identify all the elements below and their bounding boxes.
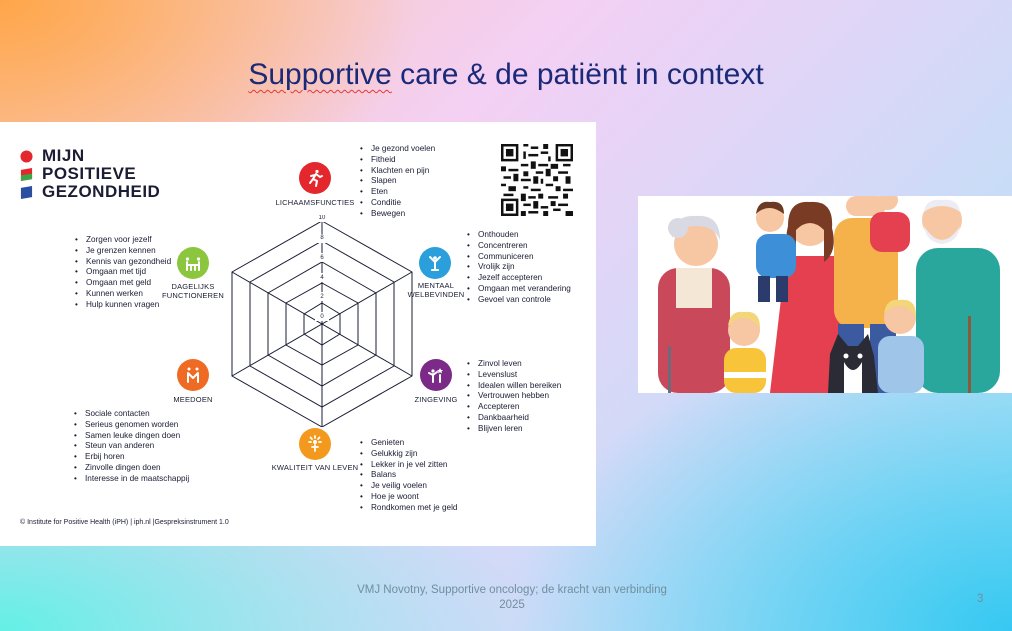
slide-title: Supportive care & de patiënt in context xyxy=(0,58,1012,92)
list-item: Slapen xyxy=(360,176,435,187)
list-item: Zorgen voor jezelf xyxy=(75,235,171,246)
list-item: Vertrouwen hebben xyxy=(467,391,561,402)
dimension-label-mentaal-welbevinden: MENTAAL WELBEVINDEN xyxy=(407,281,465,299)
dimension-label-zingeving: ZINGEVING xyxy=(414,395,458,404)
sun-person-icon xyxy=(299,428,331,460)
person-star-icon xyxy=(420,359,452,391)
dimension-label-lichaamsfuncties: LICHAAMSFUNCTIES xyxy=(275,198,355,207)
radar-tick-4: 4 xyxy=(320,275,324,281)
list-item: Hoe je woont xyxy=(360,492,457,503)
list-item: Samen leuke dingen doen xyxy=(74,431,189,442)
toddler-figure xyxy=(724,311,766,393)
list-item: Klachten en pijn xyxy=(360,166,435,177)
dog-figure xyxy=(828,334,878,393)
bullet-list-meedoen: Sociale contacten Serieus genomen worden… xyxy=(74,409,189,485)
list-item: Kennis van gezondheid xyxy=(75,257,171,268)
list-item: Idealen willen bereiken xyxy=(467,381,561,392)
people-table-icon xyxy=(177,247,209,279)
slide-title-rest: care & de patiënt in context xyxy=(391,58,764,91)
list-item: Omgaan met tijd xyxy=(75,267,171,278)
bullet-list-dagelijks-functioneren: Zorgen voor jezelf Je grenzen kennen Ken… xyxy=(75,235,171,311)
list-item: Lekker in je vel zitten xyxy=(360,460,457,471)
list-item: Vrolijk zijn xyxy=(467,262,571,273)
list-item: Steun van anderen xyxy=(74,441,189,452)
list-item: Balans xyxy=(360,470,457,481)
list-item: Eten xyxy=(360,187,435,198)
running-person-icon xyxy=(299,162,331,194)
slide-footer: VMJ Novotny, Supportive oncology; de kra… xyxy=(357,584,667,611)
list-item: Gelukkig zijn xyxy=(360,449,457,460)
list-item: Je veilig voelen xyxy=(360,481,457,492)
list-item: Jezelf accepteren xyxy=(467,273,571,284)
bullet-list-mentaal-welbevinden: Onthouden Concentreren Communiceren Vrol… xyxy=(467,230,571,306)
boy-figure xyxy=(756,201,796,302)
list-item: Je gezond voelen xyxy=(360,144,435,155)
logo-line-1: MIJN xyxy=(42,146,85,165)
radar-tick-6: 6 xyxy=(320,255,324,261)
people-m-icon xyxy=(177,359,209,391)
radar-web: 10 8 6 4 2 0 xyxy=(231,215,413,427)
radar-tick-8: 8 xyxy=(320,235,324,241)
blue-mark-icon xyxy=(20,185,33,199)
list-item: Hulp kunnen vragen xyxy=(75,300,171,311)
radar-tick-10: 10 xyxy=(319,215,326,221)
list-item: Zinvol leven xyxy=(467,359,561,370)
list-item: Gevoel van controle xyxy=(467,295,571,306)
list-item: Accepteren xyxy=(467,402,561,413)
list-item: Sociale contacten xyxy=(74,409,189,420)
dimension-label-dagelijks-functioneren: DAGELIJKS FUNCTIONEREN xyxy=(162,282,224,300)
copyright-note: © Institute for Positive Health (iPH) | … xyxy=(20,519,229,526)
list-item: Concentreren xyxy=(467,241,571,252)
list-item: Omgaan met verandering xyxy=(467,284,571,295)
radar-axis xyxy=(231,271,413,377)
qr-code-icon xyxy=(501,144,573,216)
red-dot-icon xyxy=(20,149,33,163)
mijn-positieve-gezondheid-logo: MIJN POSITIEVE GEZONDHEID xyxy=(20,146,161,201)
family-illustration xyxy=(638,196,1012,393)
list-item: Dankbaarheid xyxy=(467,413,561,424)
list-item: Interesse in de maatschappij xyxy=(74,474,189,485)
list-item: Levenslust xyxy=(467,370,561,381)
flag-mark-icon xyxy=(20,167,33,181)
list-item: Genieten xyxy=(360,438,457,449)
logo-line-3: GEZONDHEID xyxy=(42,182,161,201)
list-item: Omgaan met geld xyxy=(75,278,171,289)
slide-number: 3 xyxy=(977,593,984,605)
slide-title-underlined-word: Supportive xyxy=(248,58,392,91)
dimension-label-meedoen: MEEDOEN xyxy=(173,395,213,404)
list-item: Communiceren xyxy=(467,252,571,263)
list-item: Rondkomen met je geld xyxy=(360,503,457,514)
list-item: Kunnen werken xyxy=(75,289,171,300)
list-item: Fitheid xyxy=(360,155,435,166)
list-item: Bewegen xyxy=(360,209,435,220)
list-item: Onthouden xyxy=(467,230,571,241)
radar-tick-2: 2 xyxy=(320,294,324,300)
list-item: Conditie xyxy=(360,198,435,209)
radar-tick-0: 0 xyxy=(320,314,324,320)
little-boy-figure xyxy=(878,299,924,393)
girl-figure xyxy=(870,196,910,252)
bullet-list-lichaamsfuncties: Je gezond voelen Fitheid Klachten en pij… xyxy=(360,144,435,220)
bullet-list-kwaliteit-van-leven: Genieten Gelukkig zijn Lekker in je vel … xyxy=(360,438,457,514)
person-arms-up-icon xyxy=(419,247,451,279)
list-item: Serieus genomen worden xyxy=(74,420,189,431)
grandmother-figure xyxy=(658,215,730,393)
list-item: Zinvolle dingen doen xyxy=(74,463,189,474)
logo-line-2: POSITIEVE xyxy=(42,164,137,183)
bullet-list-zingeving: Zinvol leven Levenslust Idealen willen b… xyxy=(467,359,561,435)
list-item: Je grenzen kennen xyxy=(75,246,171,257)
positive-health-card: MIJN POSITIEVE GEZONDHEID xyxy=(0,122,596,546)
dimension-label-kwaliteit-van-leven: KWALITEIT VAN LEVEN xyxy=(271,463,359,472)
grandfather-figure xyxy=(916,199,1000,393)
list-item: Erbij horen xyxy=(74,452,189,463)
list-item: Blijven leren xyxy=(467,424,561,435)
